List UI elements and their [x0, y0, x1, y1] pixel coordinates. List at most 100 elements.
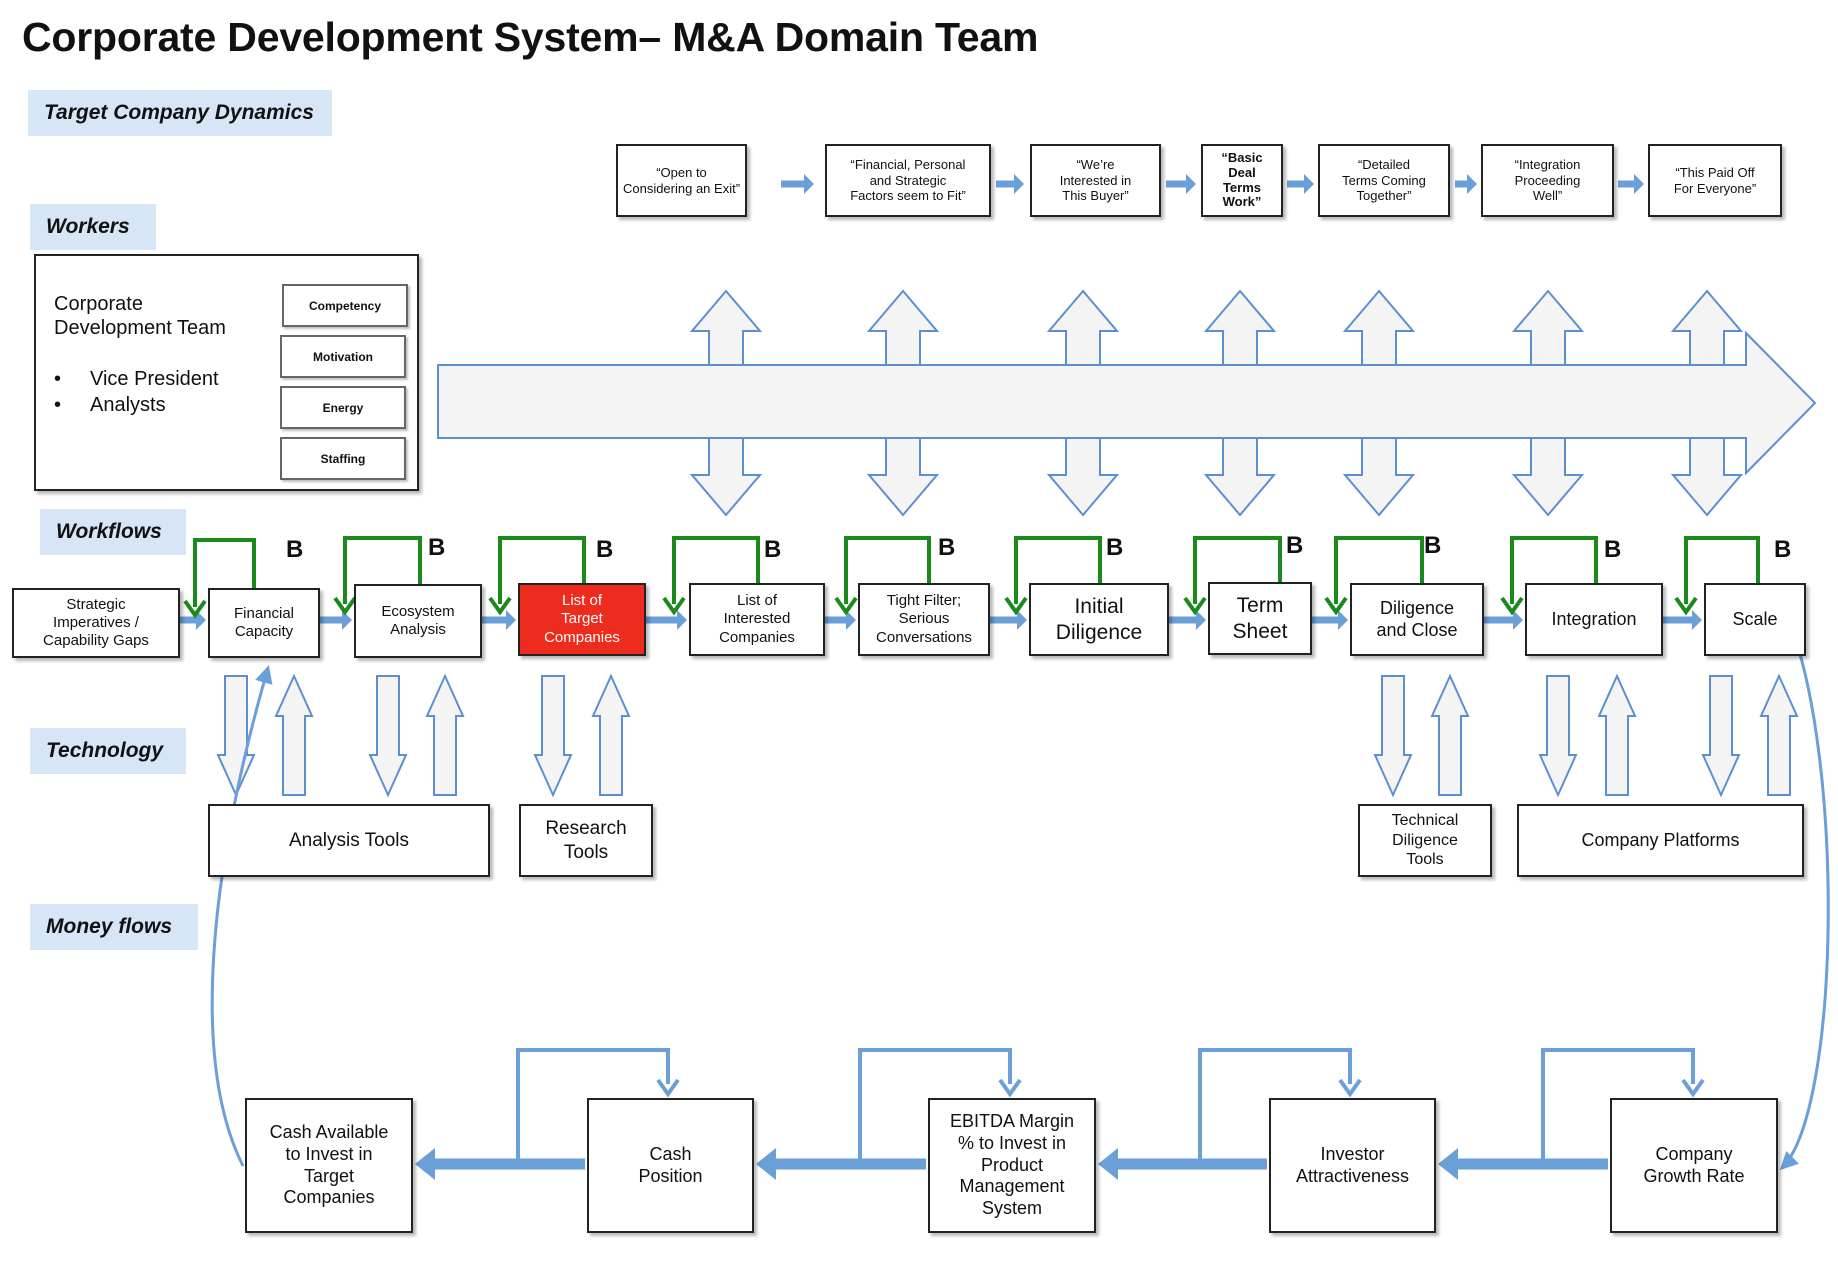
money-feedback-head [656, 1078, 680, 1098]
balancing-loop-head [662, 596, 686, 616]
target-quote-interested-in-buyer: “We’re Interested in This Buyer” [1030, 144, 1161, 217]
loop-label-b: B [764, 536, 782, 563]
tech-up-arrow [425, 673, 465, 796]
workflow-step-arrow-head [1017, 610, 1027, 630]
workflow-step-arrow-head [196, 610, 206, 630]
balancing-loop-head [1183, 596, 1207, 616]
money-feedback-line [516, 1048, 670, 1164]
tech-down-arrow [1373, 675, 1413, 798]
tech-down-arrow [1538, 675, 1578, 798]
tech-research-tools: Research Tools [519, 804, 653, 877]
quote-flow-arrow-head [1304, 174, 1314, 194]
team-name: Corporate Development Team [54, 293, 226, 339]
target-quote-factors-fit: “Financial, Personal and Strategic Facto… [825, 144, 991, 217]
money-cash-available: Cash Available to Invest in Target Compa… [245, 1098, 413, 1233]
loop-label-b: B [1604, 536, 1622, 563]
role-analysts: •Analysts [54, 394, 166, 416]
loop-label-b: B [596, 536, 614, 563]
down-hollow-arrow [1203, 437, 1277, 517]
balancing-loop-head [183, 599, 207, 619]
attribute-staffing: Staffing [280, 437, 406, 480]
loop-label-b: B [286, 536, 304, 563]
lane-workflows: Workflows [40, 509, 186, 555]
loop-label-b: B [1424, 532, 1442, 559]
lane-target-company-dynamics: Target Company Dynamics [28, 90, 332, 136]
balancing-loop-line [672, 536, 760, 612]
quote-flow-arrow-head [1634, 174, 1644, 194]
tech-down-arrow [368, 675, 408, 798]
step-ecosystem-analysis: Ecosystem Analysis [354, 584, 482, 658]
workflow-step-arrow-head [677, 610, 687, 630]
money-feedback-line [1541, 1048, 1695, 1164]
step-initial-diligence: Initial Diligence [1029, 583, 1169, 656]
balancing-loop-line [1334, 536, 1424, 612]
down-hollow-arrow [689, 437, 763, 517]
attribute-competency: Competency [282, 284, 408, 327]
step-list-of-target-companies: List of Target Companies [518, 583, 646, 656]
balancing-loop-head [1674, 596, 1698, 616]
step-tight-filter: Tight Filter; Serious Conversations [858, 583, 990, 656]
up-hollow-arrow [1203, 289, 1277, 366]
tech-down-arrow [1701, 675, 1741, 798]
loop-label-b: B [1774, 536, 1792, 563]
balancing-loop-head [834, 596, 858, 616]
tech-up-arrow [1597, 673, 1637, 796]
target-quote-detailed-terms: “Detailed Terms Coming Together” [1318, 144, 1450, 217]
balancing-loop-head [488, 596, 512, 616]
tech-up-arrow [1759, 673, 1799, 796]
quote-flow-arrow-head [804, 174, 814, 194]
balancing-loop-head [1324, 596, 1348, 616]
loop-label-b: B [428, 534, 446, 561]
attribute-motivation: Motivation [280, 335, 406, 378]
loop-label-b: B [1106, 534, 1124, 561]
money-feedback-head [1681, 1078, 1705, 1098]
money-ebitda-margin: EBITDA Margin % to Invest in Product Man… [928, 1098, 1096, 1233]
step-financial-capacity: Financial Capacity [208, 588, 320, 658]
up-hollow-arrow [1046, 289, 1120, 366]
loop-label-b: B [1286, 532, 1304, 559]
step-term-sheet: Term Sheet [1208, 582, 1312, 655]
balancing-loop-line [498, 536, 586, 612]
attribute-energy: Energy [280, 386, 406, 429]
quote-flow-arrow-head [1014, 174, 1024, 194]
step-scale: Scale [1704, 583, 1806, 656]
workflow-step-arrow-head [1513, 610, 1523, 630]
quote-flow-arrow-head [1186, 174, 1196, 194]
workflow-step-arrow-head [1692, 610, 1702, 630]
down-hollow-arrow [866, 437, 940, 517]
scale-to-growth-curve [1779, 617, 1830, 1171]
money-flow-arrow-head [1438, 1148, 1458, 1180]
money-flow-arrow-head [1098, 1148, 1118, 1180]
money-feedback-line [858, 1048, 1012, 1164]
target-quote-open-to-exit: “Open to Considering an Exit” [616, 144, 747, 217]
workflow-step-arrow-head [1338, 610, 1348, 630]
target-quote-basic-deal-terms: “Basic Deal Terms Work” [1201, 144, 1283, 217]
balancing-loop-line [1193, 536, 1282, 612]
step-diligence-and-close: Diligence and Close [1350, 583, 1484, 656]
up-hollow-arrow [1670, 289, 1744, 366]
money-feedback-line [1198, 1048, 1352, 1164]
down-hollow-arrow [1046, 437, 1120, 517]
step-integration: Integration [1525, 583, 1663, 656]
role-vice-president: •Vice President [54, 368, 219, 390]
lane-technology: Technology [30, 728, 186, 774]
timeline-arrow [437, 330, 1817, 476]
workflow-step-arrow-head [1196, 610, 1206, 630]
balancing-loop-line [1684, 536, 1760, 612]
cash-to-financial-capacity-curve [210, 665, 273, 1167]
up-hollow-arrow [1342, 289, 1416, 366]
money-flow-arrow-head [756, 1148, 776, 1180]
up-hollow-arrow [866, 289, 940, 366]
step-strategic-imperatives: Strategic Imperatives / Capability Gaps [12, 588, 180, 658]
tech-analysis-tools: Analysis Tools [208, 804, 490, 877]
target-quote-paid-off: “This Paid Off For Everyone” [1648, 144, 1782, 217]
lane-workers: Workers [30, 204, 156, 250]
balancing-loop-line [193, 538, 256, 615]
money-cash-position: Cash Position [587, 1098, 754, 1233]
workflow-step-arrow-head [846, 610, 856, 630]
tech-up-arrow [1430, 673, 1470, 796]
tech-up-arrow [274, 673, 314, 796]
tech-down-arrow [216, 675, 256, 798]
down-hollow-arrow [1511, 437, 1585, 517]
